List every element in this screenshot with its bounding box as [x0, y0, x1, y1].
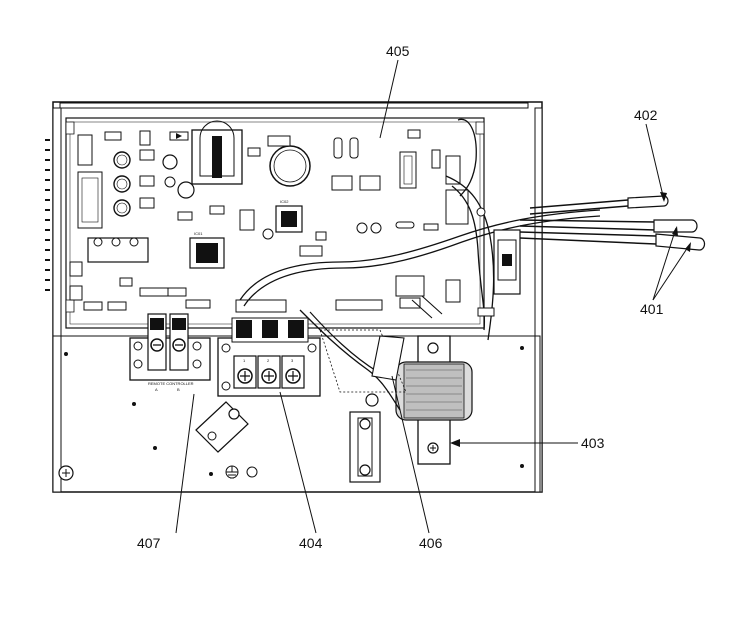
callout-403: 403	[581, 435, 605, 451]
sensor-lead-wires	[493, 195, 706, 295]
terminal-number-1: 1	[243, 358, 246, 363]
ic-mid-label: IC02	[280, 199, 289, 204]
cable-clamp	[349, 393, 381, 483]
callout-404: 404	[299, 535, 323, 551]
wire-harness	[239, 118, 601, 411]
power-terminal-block: 1 2 3	[217, 317, 321, 397]
main-pcb: IC02 IC01	[65, 117, 485, 329]
remote-letter-b: B	[177, 387, 180, 392]
remote-letter-a: A	[155, 387, 158, 392]
earth-bracket	[195, 401, 258, 479]
remote-controller-terminal: REMOTE CONTROLLER A B	[129, 313, 211, 392]
mounting-plate	[52, 335, 541, 493]
callout-401: 401	[640, 301, 664, 317]
callout-405: 405	[386, 43, 410, 59]
callout-407: 407	[137, 535, 161, 551]
leader-lines	[175, 59, 691, 534]
callout-402: 402	[634, 107, 658, 123]
terminal-number-2: 2	[267, 358, 270, 363]
callout-406: 406	[419, 535, 443, 551]
ic-main-label: IC01	[194, 231, 203, 236]
terminal-number-3: 3	[291, 358, 294, 363]
leader-arrowheads	[450, 192, 691, 447]
reactor-transformer	[395, 335, 473, 465]
remote-terminal-label: REMOTE CONTROLLER	[148, 381, 194, 386]
